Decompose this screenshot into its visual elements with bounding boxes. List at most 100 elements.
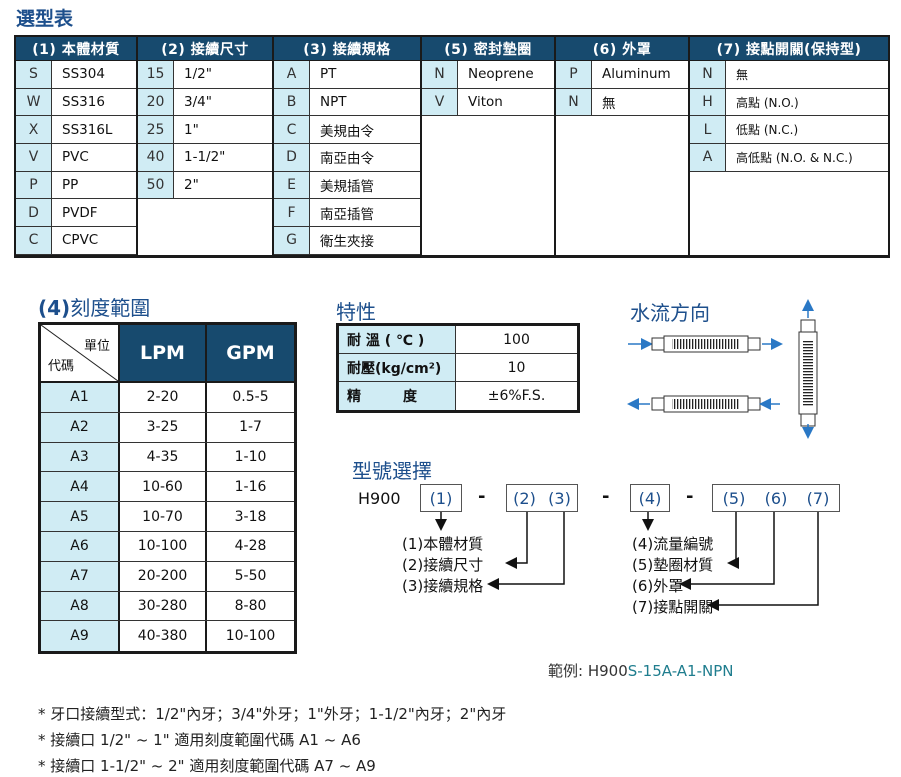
selection-column-header: (3) 接續規格 <box>274 37 420 61</box>
spec-row: 耐壓(kg/cm²)10 <box>339 354 577 382</box>
model-label-7: (7)接點開關 <box>632 598 714 616</box>
flowmeter-horizontal-left <box>627 395 780 413</box>
range-lpm: 30-280 <box>120 591 207 621</box>
flow-title: 水流方向 <box>630 301 710 325</box>
note-3: * 接續口 1-1/2" ~ 2" 適用刻度範圍代碼 A7 ~ A9 <box>38 757 376 775</box>
spec-row: 精 度 ±6%F.S. <box>339 382 577 410</box>
range-lpm: 10-100 <box>120 531 207 561</box>
spec-value: 100 <box>503 331 530 348</box>
selection-description: SS316 <box>62 94 105 111</box>
range-lpm: 10-70 <box>120 502 207 531</box>
range-lpm: 2-20 <box>120 383 207 412</box>
selection-description: Aluminum <box>602 66 671 83</box>
diagonal-line <box>41 325 118 381</box>
selection-code: G <box>274 227 310 254</box>
selection-code: F <box>274 199 310 227</box>
example-label: 範例: <box>548 662 588 680</box>
range-code: A1 <box>41 383 120 412</box>
selection-description: 高點 (N.O.) <box>736 95 799 110</box>
selection-description: SS304 <box>62 66 105 83</box>
selection-code: N <box>556 88 592 116</box>
spec-key: 精 度 <box>339 382 456 410</box>
selection-code: A <box>274 61 310 88</box>
range-code: A3 <box>41 442 120 472</box>
spec-value: ±6%F.S. <box>487 388 546 404</box>
selection-row: N Neoprene <box>422 61 554 89</box>
selection-description: CPVC <box>62 232 99 249</box>
selection-description: 美規由令 <box>320 123 374 140</box>
lpm-header: LPM <box>120 325 207 381</box>
selection-description: 衛生夾接 <box>320 234 374 251</box>
range-code: A9 <box>41 621 120 652</box>
model-label-6: (6)外罩 <box>632 577 684 595</box>
range-lpm: 3-25 <box>120 412 207 442</box>
range-diagonal-cell: 單位 代碼 <box>41 325 120 381</box>
gpm-header: GPM <box>226 342 275 364</box>
model-box-slot: (1) <box>429 488 453 508</box>
range-gpm: 4-28 <box>234 538 267 555</box>
model-label-5: (5)墊圈材質 <box>632 556 714 574</box>
range-lpm: 4-35 <box>120 442 207 472</box>
selection-code: P <box>556 61 592 88</box>
selection-row: P Aluminum <box>556 61 688 89</box>
selection-description: 高低點 (N.O. & N.C.) <box>736 150 853 165</box>
selection-description: 無 <box>736 67 749 82</box>
model-connector-arrows <box>435 512 819 611</box>
selection-description: PT <box>320 66 337 83</box>
model-title: 型號選擇 <box>352 459 432 483</box>
range-title-num: (4) <box>38 296 71 320</box>
selection-code: L <box>690 116 726 144</box>
selection-description: Neoprene <box>468 66 534 83</box>
range-gpm: 8-80 <box>234 597 267 614</box>
model-prefix: H900 <box>358 489 401 508</box>
note-2: * 接續口 1/2" ~ 1" 適用刻度範圍代碼 A1 ~ A6 <box>38 731 361 749</box>
model-box-slot: (7) <box>806 488 830 508</box>
range-gpm: 5-50 <box>234 568 267 585</box>
selection-column-header: (6) 外罩 <box>556 37 688 61</box>
selection-row: C 美規由令 <box>274 116 420 145</box>
selection-description: SS316L <box>62 121 113 138</box>
selection-code: 40 <box>138 144 174 171</box>
selection-column-header: (2) 接續尺寸 <box>138 37 272 61</box>
model-example: 範例: H900S-15A-A1-NPN <box>548 660 734 681</box>
selection-code: C <box>274 116 310 144</box>
model-box-slot: (4) <box>638 488 662 508</box>
range-gpm: 0.5-5 <box>232 389 269 406</box>
range-code: A6 <box>41 531 120 561</box>
selection-description: PP <box>62 177 79 194</box>
selection-code: N <box>422 61 458 88</box>
range-gpm: 1-16 <box>234 478 267 495</box>
range-gpm: 3-18 <box>234 508 267 525</box>
selection-description: 2" <box>184 177 199 194</box>
selection-description: 南亞由令 <box>320 151 374 168</box>
selection-code: D <box>274 144 310 171</box>
selection-code: H <box>690 88 726 116</box>
model-box-slot: (3) <box>548 488 571 508</box>
spec-value: 10 <box>507 359 526 376</box>
range-code: A5 <box>41 502 120 531</box>
selection-code: 20 <box>138 88 174 116</box>
range-gpm: 10-100 <box>225 628 276 645</box>
